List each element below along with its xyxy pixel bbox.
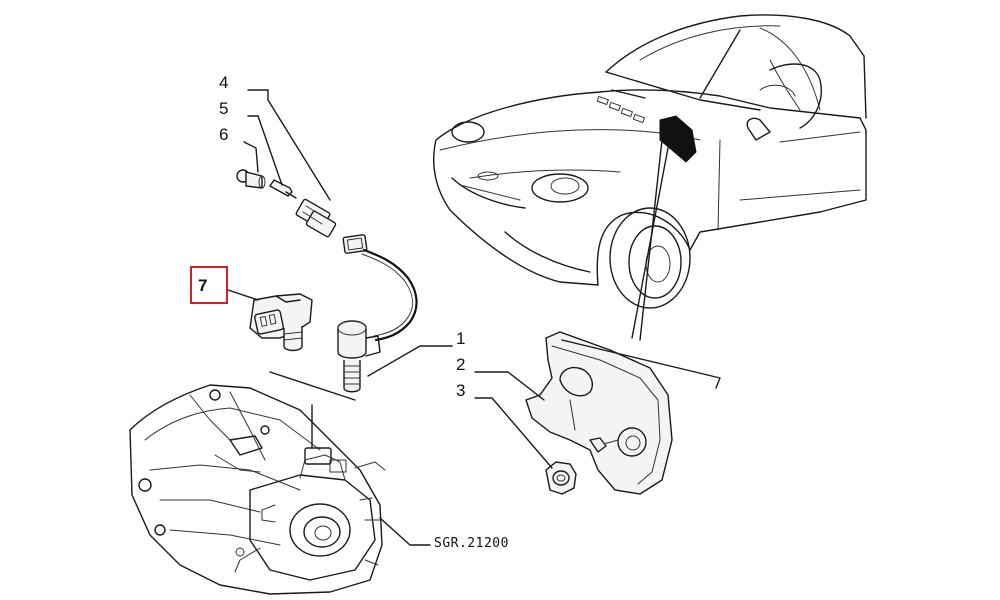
callout-7: 7: [198, 276, 208, 295]
callout-4: 4: [219, 73, 229, 92]
part-7-sensor: [227, 289, 313, 352]
part-6-seal: [236, 141, 266, 189]
part-5-terminal: [247, 115, 297, 199]
hood-vents: [596, 95, 645, 124]
part-4-connector: [247, 89, 337, 238]
callout-5: 5: [219, 99, 229, 118]
callout-6: 6: [219, 125, 229, 144]
callout-2: 2: [456, 355, 466, 374]
sensor-location-marker: [659, 115, 697, 163]
callout-1: 1: [456, 329, 466, 348]
part-3-nut: [474, 397, 577, 495]
reference-code: SGR.21200: [434, 536, 509, 551]
car-drawing: [433, 14, 867, 341]
gearbox-drawing: [129, 371, 431, 595]
part-2-bracket: [474, 331, 721, 495]
part-1-sensor: [337, 234, 453, 393]
callout-3: 3: [456, 381, 466, 400]
highlight-box-part-7[interactable]: 7: [190, 266, 228, 304]
